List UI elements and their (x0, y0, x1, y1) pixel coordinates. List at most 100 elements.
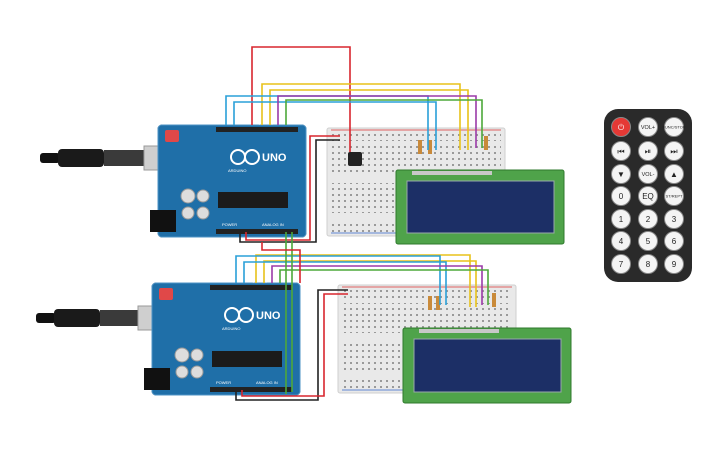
remote-button-circle[interactable] (611, 254, 631, 274)
uno-label: UNO (256, 310, 281, 322)
remote-button-circle[interactable] (638, 254, 658, 274)
resistor (418, 140, 422, 154)
remote-8-button[interactable]: 8 (638, 254, 658, 274)
remote-button-circle[interactable] (638, 164, 658, 184)
remote-button-label: 9 (672, 260, 677, 269)
lcd-display-bottom (402, 327, 572, 404)
remote-button-label: ▼ (617, 170, 625, 179)
arduino-board-top[interactable]: UNO ARDUINO DIGITAL (PWM~) POWER ANALOG … (150, 120, 307, 238)
power-jack (144, 368, 170, 390)
remote-button-label: 8 (646, 260, 651, 269)
remote-vol-up-button[interactable]: VOL+ (638, 117, 658, 137)
remote-button-label: 4 (619, 237, 624, 246)
remote-button-label: 0 (619, 192, 624, 201)
remote-next-button[interactable]: ⏭ (664, 141, 684, 161)
remote-6-button[interactable]: 6 (664, 231, 684, 251)
analog-header (216, 229, 298, 234)
remote-power-button[interactable]: ⏻ (611, 117, 631, 137)
digital-label: DIGITAL (PWM~) (236, 278, 268, 283)
remote-4-button[interactable]: 4 (611, 231, 631, 251)
uno-label: UNO (262, 152, 287, 164)
remote-st-rept-button[interactable]: ST/REPT (664, 186, 684, 206)
remote-button-label: 5 (646, 237, 651, 246)
remote-button-label: ⏯ (645, 147, 651, 156)
remote-button-circle[interactable] (664, 117, 684, 137)
remote-button-circle[interactable] (611, 117, 631, 137)
brand-label: ARDUINO (222, 326, 240, 331)
atmega-chip (218, 192, 288, 208)
remote-button-circle[interactable] (664, 209, 684, 229)
remote-button-label: ST/REPT (666, 193, 683, 198)
analog-header (210, 387, 292, 392)
remote-button-circle[interactable] (638, 117, 658, 137)
arduino-logo-top (230, 149, 260, 165)
remote-eq-button[interactable]: EQ (638, 186, 658, 206)
remote-button-label: 2 (646, 215, 651, 224)
brand-label: ARDUINO (228, 168, 246, 173)
remote-button-circle[interactable] (611, 209, 631, 229)
remote-button-circle[interactable] (664, 164, 684, 184)
digital-header (216, 127, 298, 132)
remote-button-label: 7 (619, 260, 624, 269)
analog-label: ANALOG IN (262, 222, 284, 227)
remote-button-circle[interactable] (664, 254, 684, 274)
remote-button-circle[interactable] (611, 164, 631, 184)
remote-button-label: 6 (672, 237, 677, 246)
usb-cable-top (40, 145, 173, 171)
remote-button-circle[interactable] (638, 186, 658, 206)
remote-button-circle[interactable] (664, 186, 684, 206)
remote-up-button[interactable]: ▲ (664, 164, 684, 184)
remote-button-circle[interactable] (638, 209, 658, 229)
remote-func-stop-button[interactable]: FUNC/STOP (662, 117, 686, 137)
atmega-chip (212, 351, 282, 367)
remote-button-label: VOL+ (641, 125, 655, 131)
usb-cable-bottom (36, 305, 167, 331)
remote-down-button[interactable]: ▼ (611, 164, 631, 184)
reset-button[interactable] (159, 288, 173, 300)
arduino-board-bottom[interactable]: UNO ARDUINO DIGITAL (PWM~) POWER ANALOG … (144, 278, 301, 396)
remote-button-circle[interactable] (611, 231, 631, 251)
remote-button-label: VOL- (642, 172, 655, 178)
remote-play-pause-button[interactable]: ⏯ (638, 141, 658, 161)
remote-button-label: ▲ (670, 170, 678, 179)
power-label: POWER (222, 222, 237, 227)
remote-button-circle[interactable] (611, 186, 631, 206)
wires-top (225, 46, 483, 243)
remote-3-button[interactable]: 3 (664, 209, 684, 229)
remote-button-label: EQ (642, 192, 654, 201)
power-label: POWER (216, 380, 231, 385)
remote-button-circle[interactable] (638, 231, 658, 251)
digital-label: DIGITAL (PWM~) (242, 120, 274, 125)
remote-9-button[interactable]: 9 (664, 254, 684, 274)
remote-button-label: 3 (672, 215, 677, 224)
resistor (428, 296, 432, 310)
remote-1-button[interactable]: 1 (611, 209, 631, 229)
remote-button-circle[interactable] (664, 141, 684, 161)
arduino-logo-bottom (224, 307, 254, 323)
remote-vol-down-button[interactable]: VOL- (638, 164, 658, 184)
resistor (436, 296, 440, 310)
remote-button-circle[interactable] (638, 141, 658, 161)
remote-2-button[interactable]: 2 (638, 209, 658, 229)
remote-5-button[interactable]: 5 (638, 231, 658, 251)
remote-button-circle[interactable] (611, 141, 631, 161)
remote-0-button[interactable]: 0 (611, 186, 631, 206)
remote-button-circle[interactable] (664, 231, 684, 251)
resistor (492, 293, 496, 307)
ir-receiver[interactable] (348, 152, 362, 166)
remote-button-label: ⏮ (617, 147, 624, 156)
remote-button-label: ⏭ (670, 147, 677, 156)
ir-remote[interactable]: ⏻ VOL+ FUNC/STOP ⏮ ⏯ ⏭ ▼ VOL- ▲ 0 EQ ST/REPT 1 2 3 4 5 6 7… (604, 109, 692, 282)
digital-header (210, 285, 292, 290)
remote-7-button[interactable]: 7 (611, 254, 631, 274)
remote-button-label: ⏻ (618, 123, 625, 132)
remote-prev-button[interactable]: ⏮ (611, 141, 631, 161)
resistor (484, 136, 488, 150)
remote-button-label: FUNC/STOP (662, 124, 685, 129)
reset-button[interactable] (165, 130, 179, 142)
lcd-display-top (395, 169, 565, 245)
power-jack (150, 210, 176, 232)
wires-bottom (235, 232, 489, 401)
